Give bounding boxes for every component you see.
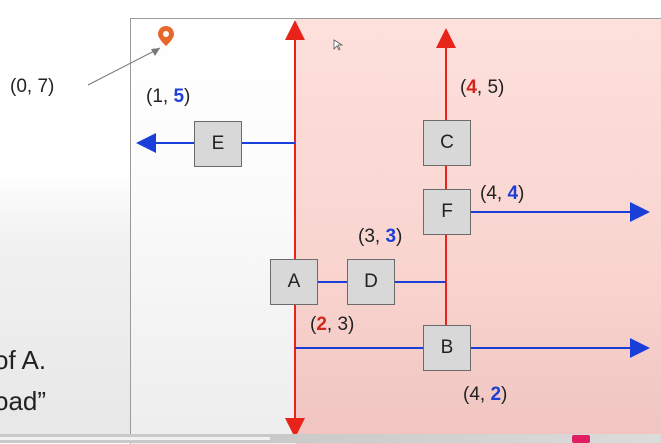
node-c-label: C <box>440 132 454 153</box>
node-b-label: B <box>440 337 454 358</box>
node-c: C <box>423 120 471 166</box>
node-b: B <box>423 325 471 371</box>
node-d-label: D <box>364 271 378 292</box>
coord-c: (4, 5) <box>460 77 504 99</box>
coord-b: (4, 2) <box>463 384 507 406</box>
mouse-cursor-icon <box>333 39 344 51</box>
coord-f: (4, 4) <box>480 183 524 205</box>
region-left-half <box>130 18 297 444</box>
coord-d-text: (3, 3) <box>358 226 403 247</box>
node-e-label: E <box>211 133 225 154</box>
node-d: D <box>347 259 395 305</box>
origin-pointer-head <box>151 48 160 56</box>
origin-pointer-line <box>87 47 161 86</box>
node-a: A <box>270 259 318 305</box>
node-f: F <box>423 189 471 235</box>
corner-logo-icon <box>572 435 590 443</box>
coord-a: (2, 3) <box>310 314 354 336</box>
location-pin-icon <box>158 26 174 46</box>
video-progress-fill <box>0 437 270 440</box>
side-text-line2: oad” <box>0 386 47 416</box>
node-f-label: F <box>441 201 453 222</box>
coord-a-text: (2, 3) <box>310 314 355 335</box>
region-right-half <box>296 18 661 444</box>
slide-left-background <box>0 0 130 443</box>
origin-label: (0, 7) <box>10 76 55 97</box>
coord-f-text: (4, 4) <box>480 183 525 204</box>
node-e: E <box>194 121 242 167</box>
coord-d: (3, 3) <box>358 226 402 248</box>
coord-c-text: (4, 5) <box>460 77 505 98</box>
coord-e-text: (1, 5) <box>146 86 191 107</box>
video-progress-bar[interactable] <box>0 434 661 443</box>
coord-e: (1, 5) <box>146 86 190 108</box>
node-a-label: A <box>287 271 301 292</box>
side-text-line1: of A. <box>0 345 47 375</box>
coord-b-text: (4, 2) <box>463 384 508 405</box>
